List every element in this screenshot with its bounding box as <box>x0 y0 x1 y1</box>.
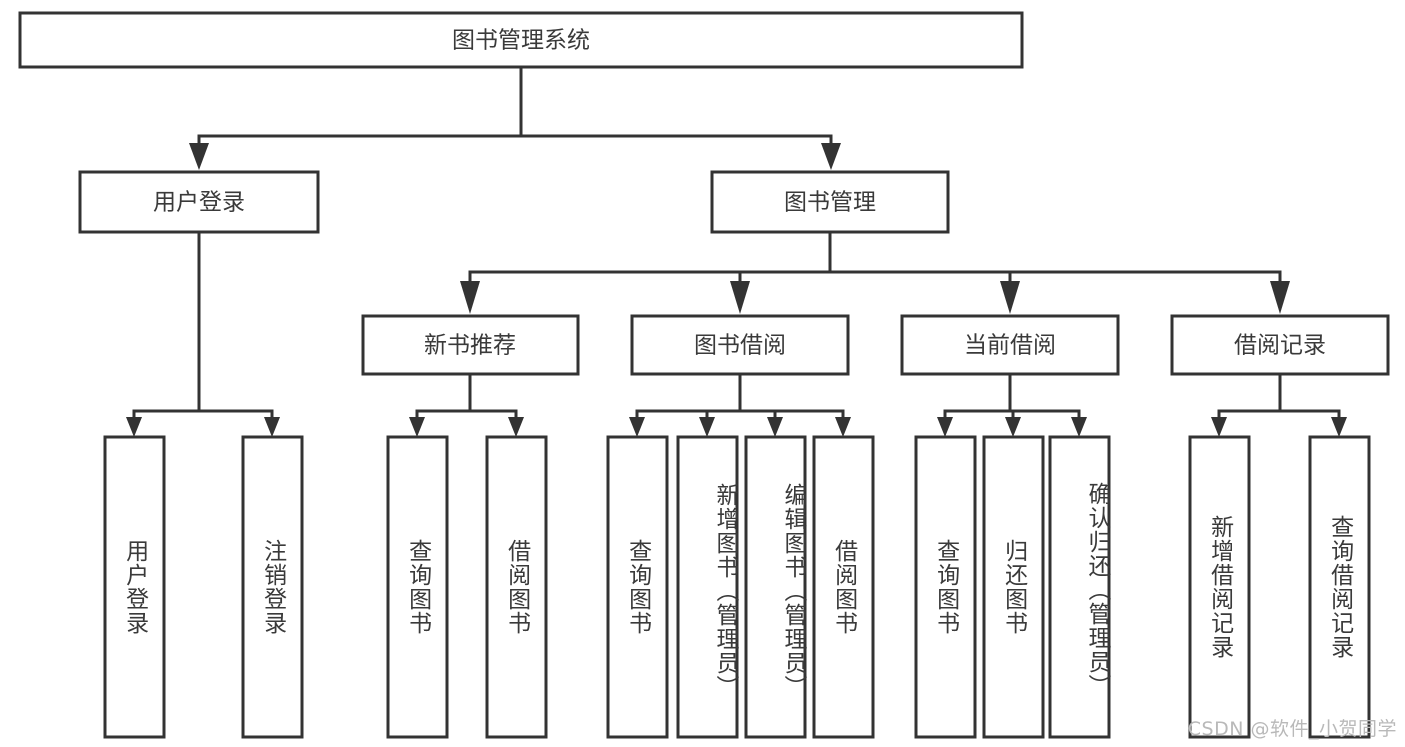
leaf-add-book-box[interactable] <box>676 435 739 739</box>
node-book-manage-box[interactable] <box>710 170 950 234</box>
node-new-book-recommend-box[interactable] <box>361 314 580 376</box>
arrow-to-leaf-borrow-book-1 <box>508 417 524 437</box>
leaf-query-record-box[interactable] <box>1308 435 1371 739</box>
node-book-manage-label: 图书管理 <box>784 190 876 216</box>
node-user-login-label: 用户登录 <box>153 190 245 216</box>
arrow-to-leaf-logout <box>264 417 280 437</box>
arrow-to-leaf-confirm-return <box>1071 417 1087 437</box>
arrow-to-borrow-record <box>1270 281 1290 314</box>
node-current-borrow-box[interactable] <box>900 314 1120 376</box>
arrow-to-leaf-query-book-2 <box>629 417 645 437</box>
arrow-to-user-login <box>189 143 209 170</box>
arrow-to-leaf-user-login <box>126 417 142 437</box>
edges-bookmanage-to-level3 <box>460 230 1290 314</box>
leaf-edit-book-box[interactable] <box>744 435 807 739</box>
node-current-borrow[interactable]: 当前借阅 <box>900 314 1120 376</box>
leaf-return-book-box[interactable] <box>982 435 1045 739</box>
leaf-user-login-box[interactable] <box>103 435 166 739</box>
edges-currentborrow-to-leaves <box>937 372 1087 437</box>
node-borrow-record-box[interactable] <box>1170 314 1390 376</box>
leaf-borrow-book-2-box[interactable] <box>812 435 875 739</box>
arrow-to-leaf-add-book <box>699 417 715 437</box>
arrow-to-leaf-query-book-3 <box>937 417 953 437</box>
arrow-to-current-borrow <box>1000 281 1020 314</box>
node-current-borrow-label: 当前借阅 <box>964 333 1056 359</box>
edges-borrowrecord-to-leaves <box>1211 372 1347 437</box>
node-root-box[interactable] <box>18 11 1024 69</box>
node-root[interactable]: 图书管理系统 <box>18 11 1024 69</box>
edges-recommend-to-leaves <box>409 372 524 437</box>
arrow-to-leaf-query-record <box>1331 417 1347 437</box>
arrow-to-leaf-add-record <box>1211 417 1227 437</box>
edges-root-to-level2 <box>189 65 841 170</box>
leaf-boxes <box>103 435 1371 739</box>
arrow-to-book-borrow <box>730 281 750 314</box>
arrow-to-new-book-recommend <box>460 281 480 314</box>
node-new-book-recommend[interactable]: 新书推荐 <box>361 314 580 376</box>
csdn-watermark: CSDN @软件_小贺同学 <box>1187 718 1397 740</box>
edges-bookborrow-to-leaves <box>629 372 851 437</box>
node-user-login-box[interactable] <box>78 170 320 234</box>
node-borrow-record[interactable]: 借阅记录 <box>1170 314 1390 376</box>
leaf-add-record-box[interactable] <box>1188 435 1251 739</box>
node-root-label: 图书管理系统 <box>452 28 590 54</box>
leaf-logout-box[interactable] <box>241 435 304 739</box>
node-user-login[interactable]: 用户登录 <box>78 170 320 234</box>
leaf-borrow-book-1-box[interactable] <box>485 435 548 739</box>
arrow-to-leaf-return-book <box>1005 417 1021 437</box>
node-book-manage[interactable]: 图书管理 <box>710 170 950 234</box>
arrow-to-book-manage <box>821 143 841 170</box>
node-new-book-recommend-label: 新书推荐 <box>424 333 516 359</box>
edges-userlogin-to-leaves <box>126 230 280 437</box>
arrow-to-leaf-edit-book <box>767 417 783 437</box>
leaf-query-book-1-box[interactable] <box>386 435 449 739</box>
arrow-to-leaf-borrow-book-2 <box>835 417 851 437</box>
leaf-query-book-3-box[interactable] <box>914 435 977 739</box>
node-borrow-record-label: 借阅记录 <box>1234 333 1326 359</box>
node-book-borrow-box[interactable] <box>630 314 850 376</box>
node-book-borrow[interactable]: 图书借阅 <box>630 314 850 376</box>
node-book-borrow-label: 图书借阅 <box>694 333 786 359</box>
leaf-query-book-2-box[interactable] <box>606 435 669 739</box>
arrow-to-leaf-query-book-1 <box>409 417 425 437</box>
leaf-confirm-return-box[interactable] <box>1048 435 1111 739</box>
